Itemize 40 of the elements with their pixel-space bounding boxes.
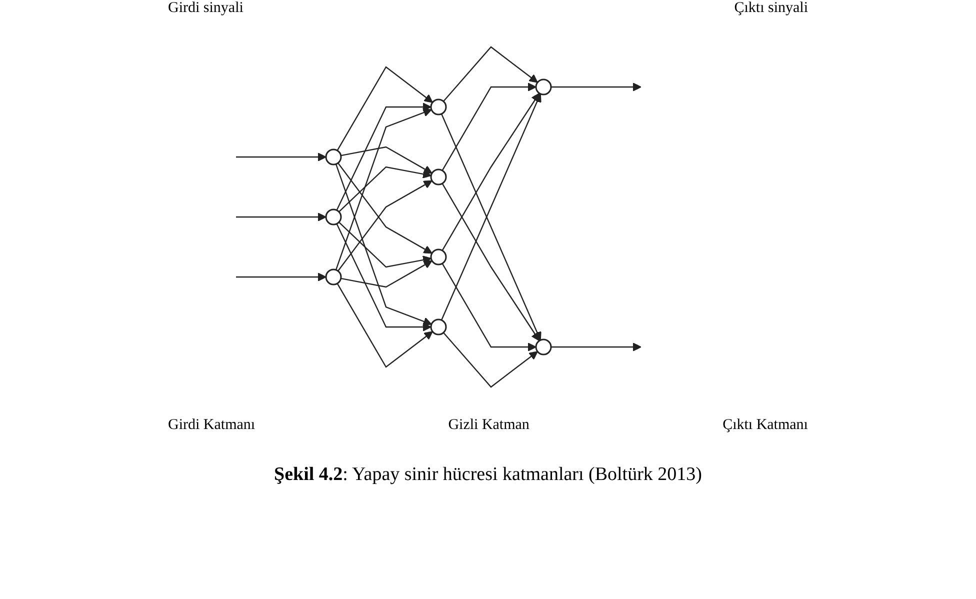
- node-circle: [430, 318, 447, 336]
- layer-label: Girdi Katmanı: [168, 417, 256, 434]
- arrow: [551, 82, 642, 92]
- layer-label: Çıktı Katmanı: [722, 417, 808, 434]
- arrow: [442, 46, 538, 102]
- arrow: [442, 92, 540, 251]
- arrow: [336, 66, 433, 151]
- arrow: [440, 114, 542, 341]
- arrow: [442, 183, 540, 342]
- arrow: [442, 82, 536, 171]
- arrow: [551, 342, 642, 352]
- arrow: [338, 180, 432, 272]
- arrow: [236, 152, 326, 162]
- node-circle: [325, 268, 342, 286]
- arrow: [336, 102, 432, 210]
- arrow: [236, 272, 326, 282]
- arrow: [340, 260, 432, 288]
- arrow: [338, 222, 432, 268]
- arrow: [440, 93, 542, 320]
- arrow: [442, 263, 536, 352]
- arrow: [442, 332, 538, 388]
- arrow: [236, 212, 326, 222]
- layer-label: Girdi sinyali: [168, 0, 244, 17]
- node-circle: [535, 78, 552, 96]
- node-circle: [430, 98, 447, 116]
- arrow: [338, 162, 432, 254]
- node-circle: [325, 208, 342, 226]
- arrow: [335, 164, 432, 326]
- node-circle: [430, 248, 447, 266]
- arrow: [335, 108, 432, 270]
- figure-caption: Şekil 4.2: Yapay sinir hücresi katmanları (Boltürk 2013): [274, 464, 702, 486]
- arrow: [338, 166, 432, 212]
- node-circle: [430, 168, 447, 186]
- arrow: [340, 146, 432, 174]
- layer-label: Gizli Katman: [448, 417, 530, 434]
- node-circle: [325, 148, 342, 166]
- arrow: [336, 283, 433, 368]
- arrow: [336, 224, 432, 332]
- node-circle: [535, 338, 552, 356]
- layer-label: Çıktı sinyali: [734, 0, 808, 17]
